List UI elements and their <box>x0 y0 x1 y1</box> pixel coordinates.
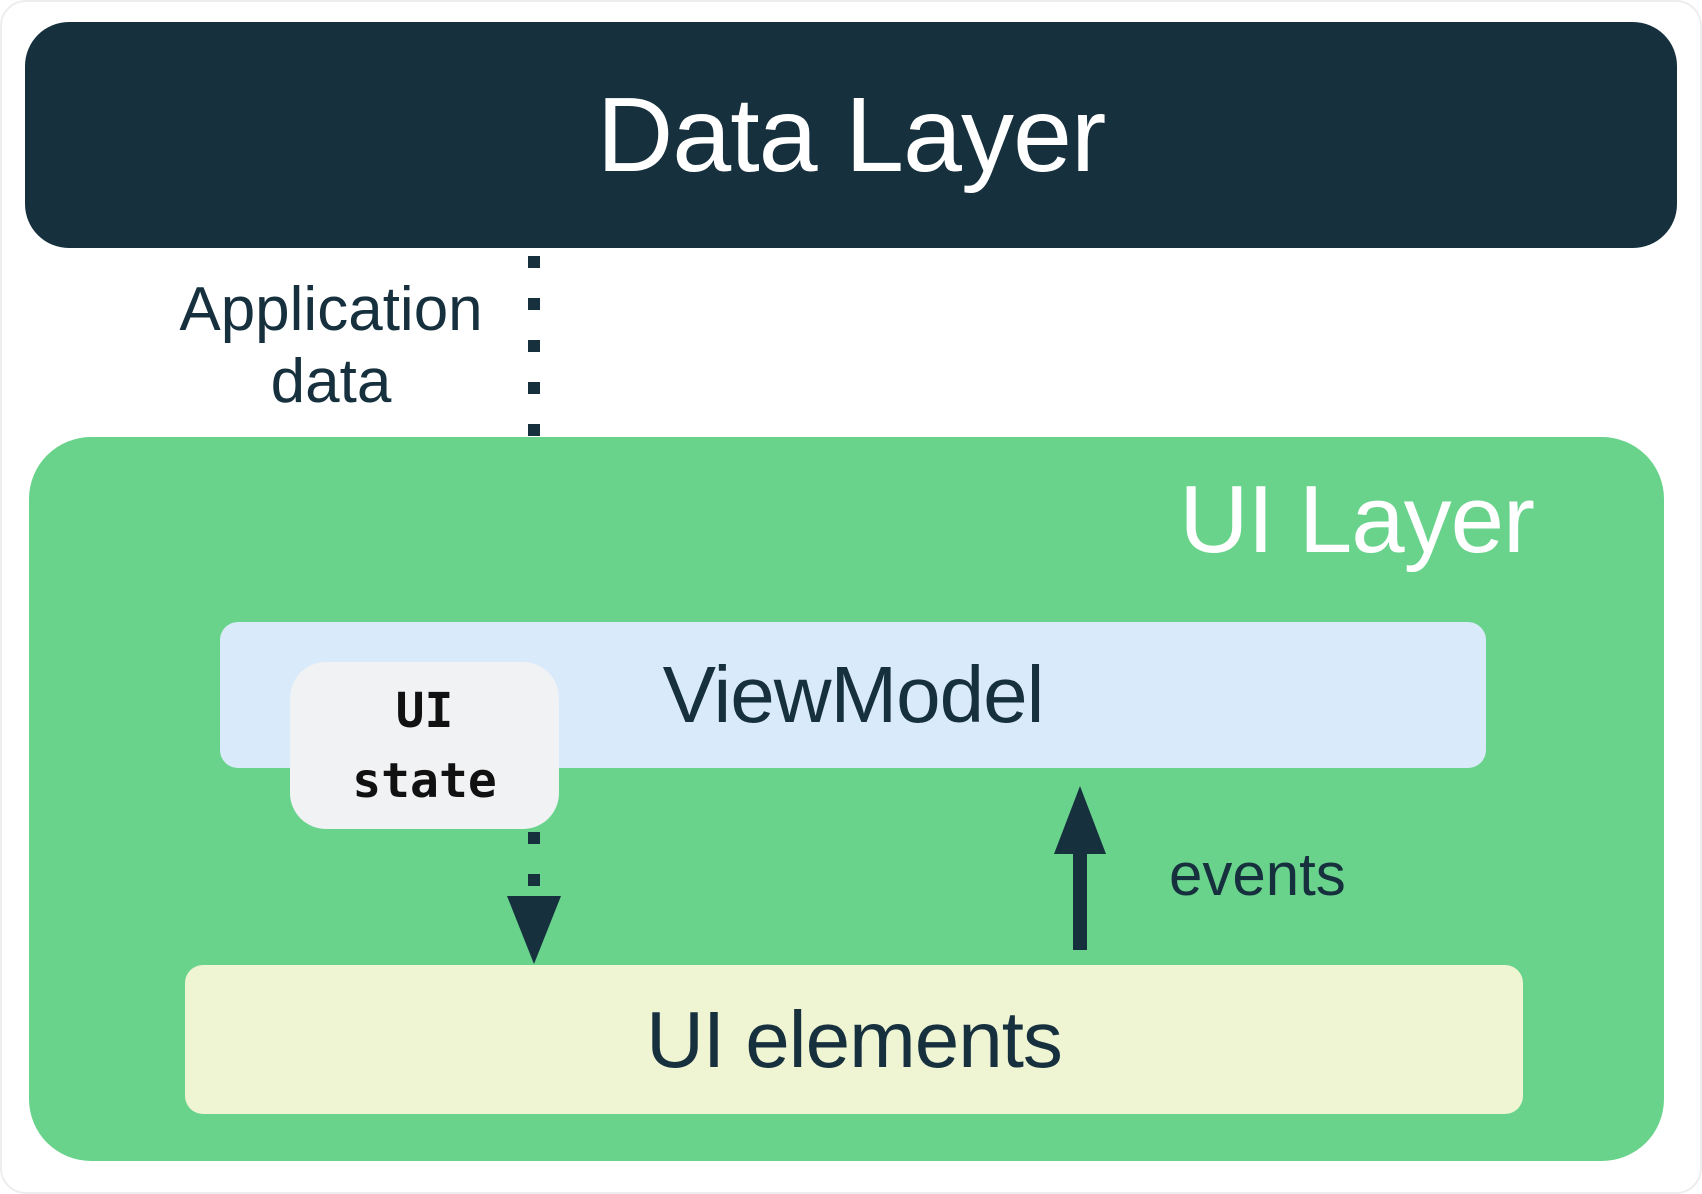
viewmodel-label: ViewModel <box>662 650 1045 739</box>
ui-elements-label: UI elements <box>646 994 1063 1084</box>
ui-state-arrowhead-icon <box>507 896 561 964</box>
ui-elements-bar: UI elements <box>185 965 1523 1114</box>
application-data-label: Application data <box>131 274 531 418</box>
ui-layer-label: UI Layer <box>1179 466 1535 573</box>
events-arrow-line <box>1073 852 1087 950</box>
ui-state-label-line1: UI <box>395 682 454 739</box>
application-data-label-line2: data <box>270 347 392 416</box>
ui-state-arrow-line <box>528 832 540 896</box>
ui-state-box: UI state <box>290 662 559 829</box>
events-label: events <box>1169 841 1346 908</box>
application-data-label-line1: Application <box>179 275 483 344</box>
events-arrowhead-icon <box>1054 786 1106 854</box>
ui-state-label-line2: state <box>352 752 497 809</box>
data-layer-label: Data Layer <box>596 75 1107 194</box>
data-layer-box: Data Layer <box>25 22 1677 248</box>
